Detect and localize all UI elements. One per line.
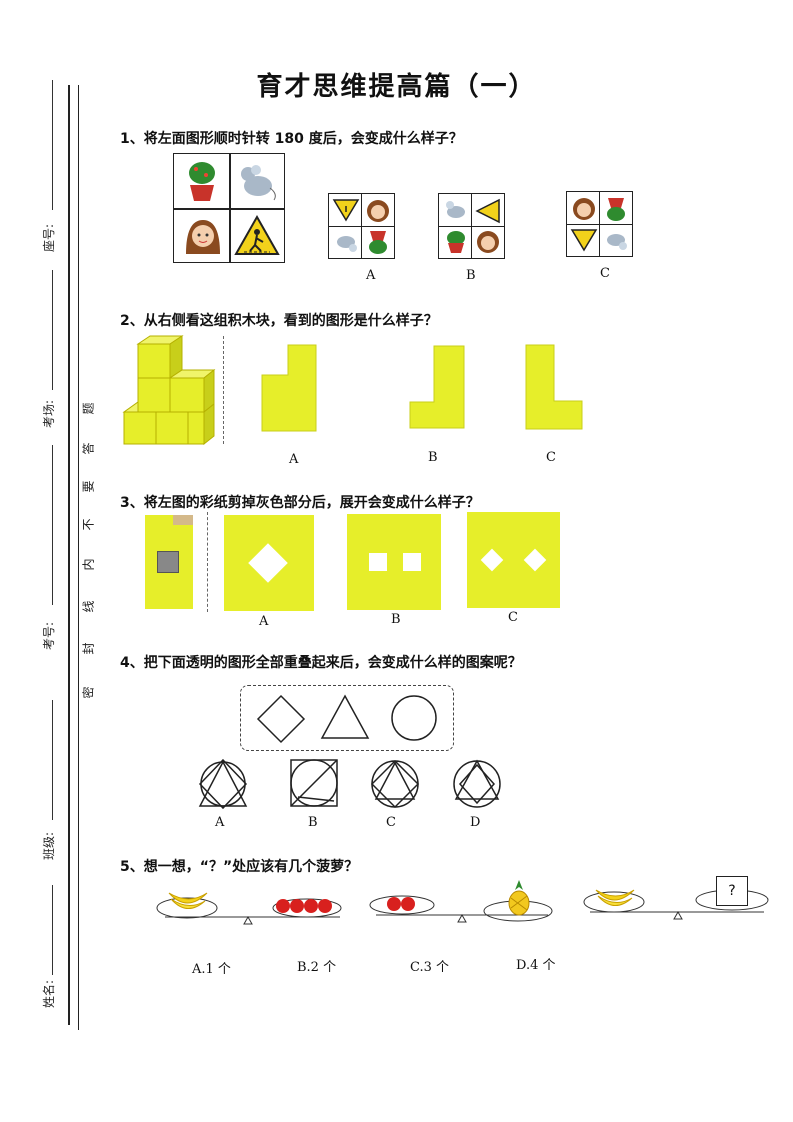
page-title: 育才思维提高篇（一） [256,72,537,102]
room-label: 考场: [42,399,56,428]
q3-option-c-paper[interactable] [467,512,560,608]
seal-char-1: 题 [81,402,96,415]
q5-option-c[interactable]: C.3 个 [410,960,450,975]
girl-icon [367,200,389,222]
triangle-shape-icon [320,694,370,739]
number-line [52,445,53,605]
seal-char-6: 线 [81,600,96,613]
room-line [52,270,53,390]
pedestrian-sign-icon [570,229,598,252]
mouse-icon [607,234,627,250]
q2-option-a-label: A [289,452,299,467]
name-label: 姓名: [42,979,56,1008]
q5-option-d[interactable]: D.4 个 [516,958,556,973]
q4-option-c-figure[interactable] [368,757,422,811]
class-line [52,700,53,820]
q3-option-b-paper[interactable] [347,514,441,610]
q3-folded-paper [145,515,193,609]
mouse-icon [236,160,280,202]
class-label: 班级: [42,831,56,860]
binding-line-inner [78,85,79,1030]
name-line [52,885,53,975]
q4-option-a-label: A [215,815,225,830]
question-3-text: 3、将左图的彩纸剪掉灰色部分后，展开会变成什么样子？ [120,495,480,511]
q1-option-c-label: C [600,266,610,281]
q2-block-stack [122,335,216,446]
seal-char-4: 不 [81,518,96,531]
q1-option-a-label: A [366,268,376,283]
q3-option-c-label: C [508,610,518,625]
q2-option-c-label: C [546,450,556,465]
q4-option-b-label: B [308,815,318,830]
girl-icon [573,198,595,220]
seat-line [52,80,53,210]
girl-icon [182,214,224,260]
banana-icon [595,889,635,906]
q2-divider [223,336,224,444]
q2-option-b-label: B [428,450,438,465]
q3-gray-cut [157,551,179,573]
q2-option-b-shape[interactable] [408,345,468,430]
question-2-text: 2、从右侧看这组积木块，看到的图形是什么样子？ [120,313,438,329]
diamond-shape-icon [256,694,306,744]
apple-icons [276,899,332,913]
q4-option-d-label: D [470,815,481,830]
seat-label: 座号: [42,223,56,252]
q3-divider [207,512,208,612]
q1-option-a-grid[interactable] [328,193,395,259]
mouse-icon [446,201,465,218]
seal-char-7: 封 [81,642,96,655]
q2-option-a-shape[interactable] [260,344,322,435]
potted-plant-icon [182,159,222,203]
circle-shape-icon [391,695,437,741]
q4-option-d-figure[interactable] [450,757,504,811]
q1-option-b-grid[interactable] [438,193,505,259]
q3-option-b-label: B [391,612,401,627]
potted-plant-icon [607,198,625,221]
potted-plant-icon [369,231,387,254]
q2-option-c-shape[interactable] [525,344,584,431]
q5-option-b[interactable]: B.2 个 [297,960,337,975]
question-4-text: 4、把下面透明的图形全部重叠起来后，会变成什么样的图案呢？ [120,655,522,671]
question-1-text: 1、将左面图形顺时针转 180 度后，会变成什么样子？ [120,131,463,147]
q4-option-b-figure[interactable] [288,757,342,811]
girl-icon [477,231,499,253]
pedestrian-sign-icon [234,214,280,258]
seal-char-3: 要 [81,480,96,493]
banana-icon [168,892,208,909]
question-mark-box: ? [716,876,748,906]
pedestrian-sign-icon [475,198,500,224]
q3-option-a-paper[interactable] [224,515,314,611]
q1-original-grid [173,153,285,263]
q1-option-b-label: B [466,268,476,283]
potted-plant-icon [447,231,465,253]
q4-option-a-figure[interactable] [196,758,250,810]
question-5-text: 5、想一想，“？”处应该有几个菠萝？ [120,859,359,875]
mouse-icon [337,236,357,252]
q1-option-c-grid[interactable] [566,191,633,257]
seal-char-2: 答 [81,442,96,455]
pineapple-icon [508,880,530,916]
number-label: 考号: [42,621,56,650]
apple-icons [387,897,415,911]
pedestrian-sign-icon [332,199,360,222]
binding-line-outer [68,85,70,1025]
q4-option-c-label: C [386,815,396,830]
q4-shapes-box [240,685,454,751]
q5-option-a[interactable]: A.1 个 [192,962,231,977]
seal-char-8: 密 [81,686,96,699]
q3-option-a-label: A [259,614,269,629]
seal-char-5: 内 [81,558,96,571]
